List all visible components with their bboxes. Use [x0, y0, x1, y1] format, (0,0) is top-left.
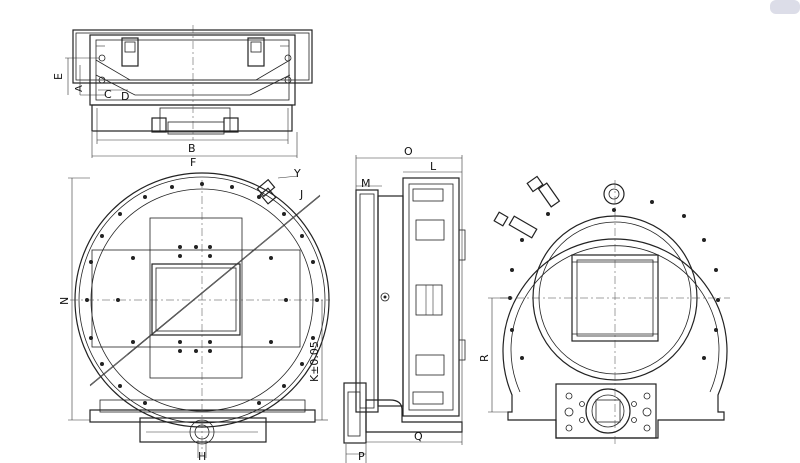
label-F: F — [190, 156, 196, 169]
label-O: O — [404, 145, 413, 158]
label-R: R — [478, 354, 491, 362]
corner-artifact — [770, 0, 800, 14]
top-view — [65, 25, 313, 158]
fittings-rear — [493, 175, 561, 239]
label-E: E — [52, 73, 65, 80]
rear-view — [488, 175, 730, 445]
front-view — [68, 172, 330, 458]
side-view — [343, 155, 466, 463]
connector-fitting — [256, 175, 299, 205]
label-N: N — [58, 297, 71, 305]
label-L: L — [430, 160, 437, 173]
label-Y: Y — [293, 167, 301, 180]
label-K: K±0.05 — [308, 341, 321, 382]
label-J: J — [299, 188, 303, 201]
label-B: B — [188, 142, 196, 155]
label-A: A — [74, 85, 85, 92]
label-Q: Q — [414, 430, 423, 443]
label-P: P — [358, 450, 365, 463]
label-C: C — [104, 88, 112, 101]
label-H: H — [198, 450, 206, 463]
label-D: D — [121, 90, 129, 103]
label-M: M — [361, 177, 371, 190]
